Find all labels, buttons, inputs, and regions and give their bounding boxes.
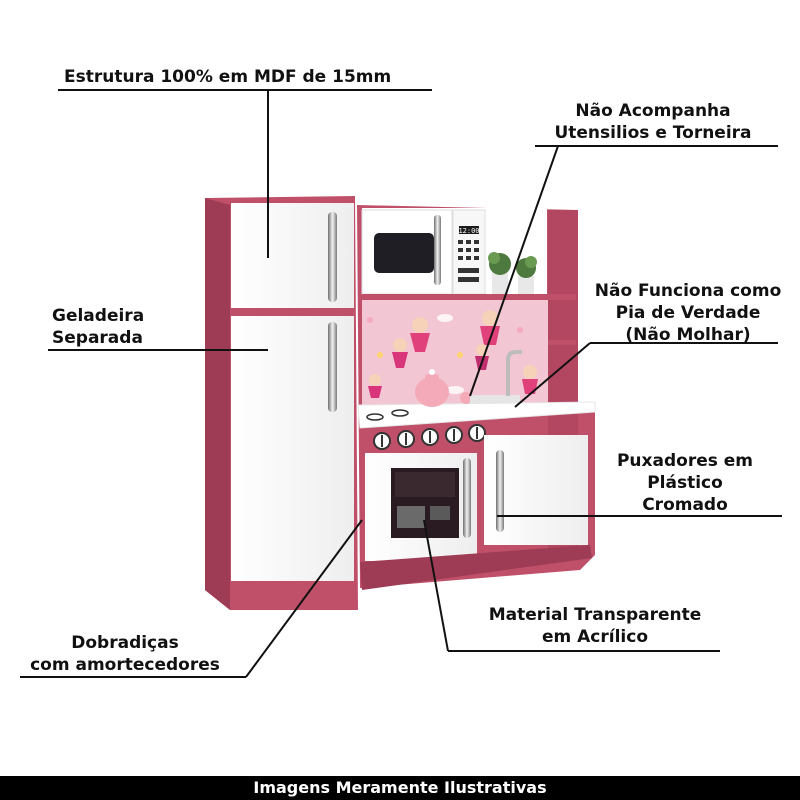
label-utensilios-line2: Utensilios e Torneira xyxy=(554,123,752,143)
callout-lines xyxy=(20,89,782,678)
label-pia-line3: (Não Molhar) xyxy=(625,325,751,345)
label-dobradicas: Dobradiças com amortecedores xyxy=(14,632,236,676)
label-puxadores-line3: Cromado xyxy=(642,495,728,515)
label-dobradicas-line2: com amortecedores xyxy=(30,655,220,675)
stove-knobs xyxy=(373,424,486,450)
label-puxadores: Puxadores em Plástico Cromado xyxy=(610,450,760,516)
label-material: Material Transparente em Acrílico xyxy=(470,604,720,648)
label-dobradicas-line1: Dobradiças xyxy=(71,633,179,653)
microwave-handle xyxy=(434,215,441,285)
label-estrutura: Estrutura 100% em MDF de 15mm xyxy=(64,67,392,87)
microwave-keypad xyxy=(458,240,479,282)
label-material-line1: Material Transparente xyxy=(488,605,702,625)
refrigerator xyxy=(205,196,358,610)
cabinet-handle xyxy=(496,450,504,532)
faucet xyxy=(506,350,522,396)
fridge-handle xyxy=(328,322,337,412)
label-utensilios-line1: Não Acompanha xyxy=(575,101,731,121)
pot xyxy=(460,392,472,404)
stove-burners xyxy=(366,409,409,421)
microwave-display: 12:00 xyxy=(458,227,479,235)
label-pia-line2: Pia de Verdade xyxy=(615,303,761,323)
label-pia: Não Funciona como Pia de Verdade (Não Mo… xyxy=(590,280,786,346)
freezer-handle xyxy=(328,212,337,302)
sink xyxy=(470,395,520,403)
label-geladeira: Geladeira Separada xyxy=(52,305,144,349)
label-geladeira-line2: Separada xyxy=(52,328,143,348)
label-utensilios: Não Acompanha Utensilios e Torneira xyxy=(535,100,771,144)
label-geladeira-line1: Geladeira xyxy=(52,306,145,326)
microwave-window xyxy=(374,233,434,273)
label-pia-line1: Não Funciona como xyxy=(594,281,782,301)
label-material-line2: em Acrílico xyxy=(541,627,649,647)
label-puxadores-line1: Puxadores em xyxy=(616,451,754,471)
kettle xyxy=(415,369,449,407)
kitchen-unit: 12:00 xyxy=(357,205,596,590)
oven-handle xyxy=(463,458,471,538)
label-puxadores-line2: Plástico xyxy=(647,473,723,493)
footer-disclaimer: Imagens Meramente Ilustrativas xyxy=(0,776,800,800)
plant-decor xyxy=(488,252,537,294)
